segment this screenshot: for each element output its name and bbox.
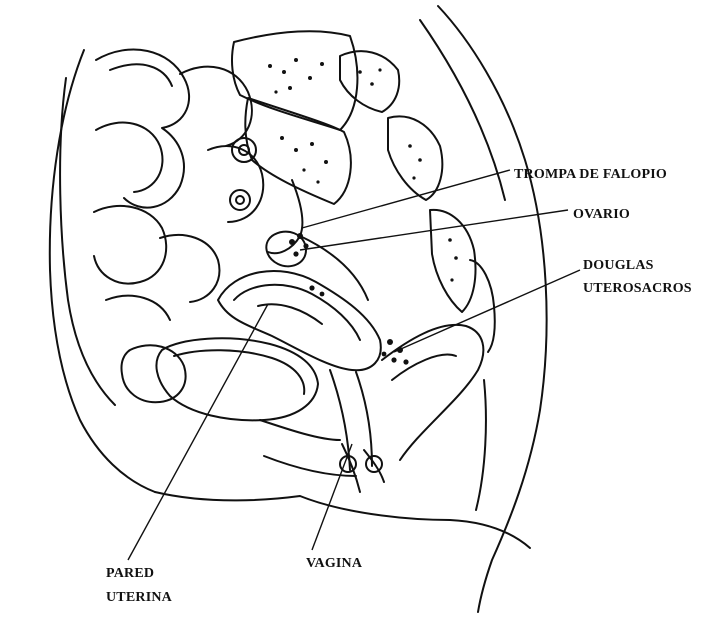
anal-canal xyxy=(342,444,360,492)
label-vagina: VAGINA xyxy=(306,555,362,572)
leader-trompa xyxy=(302,170,510,228)
abdominal-wall-inner xyxy=(60,78,115,405)
label-pared: PARED xyxy=(106,565,154,582)
label-uterosacros: UTEROSACROS xyxy=(583,280,692,297)
label-douglas: DOUGLAS xyxy=(583,257,654,274)
perineum-outline xyxy=(155,492,530,548)
lymph-node-clusters xyxy=(289,233,409,365)
vagina-2 xyxy=(356,372,372,466)
leader-ovario xyxy=(300,210,568,250)
rectum-inner xyxy=(392,355,456,380)
label-uterina: UTERINA xyxy=(106,589,172,606)
leader-pared xyxy=(128,304,268,560)
label-trompa-de-falopio: TROMPA DE FALOPIO xyxy=(514,166,667,183)
body-outline-back-inner xyxy=(420,20,505,200)
leader-douglas xyxy=(394,270,580,352)
levator-ani xyxy=(260,420,340,440)
leader-vagina xyxy=(312,444,352,550)
fallopian-tube xyxy=(268,180,302,253)
rectum xyxy=(382,325,483,460)
pubic-bone xyxy=(121,345,185,402)
sacrum-marrow xyxy=(268,58,458,282)
leader-lines xyxy=(128,170,580,560)
uterine-cavity xyxy=(258,304,322,324)
label-ovario: OVARIO xyxy=(573,206,630,223)
posterior-wall xyxy=(476,380,486,510)
